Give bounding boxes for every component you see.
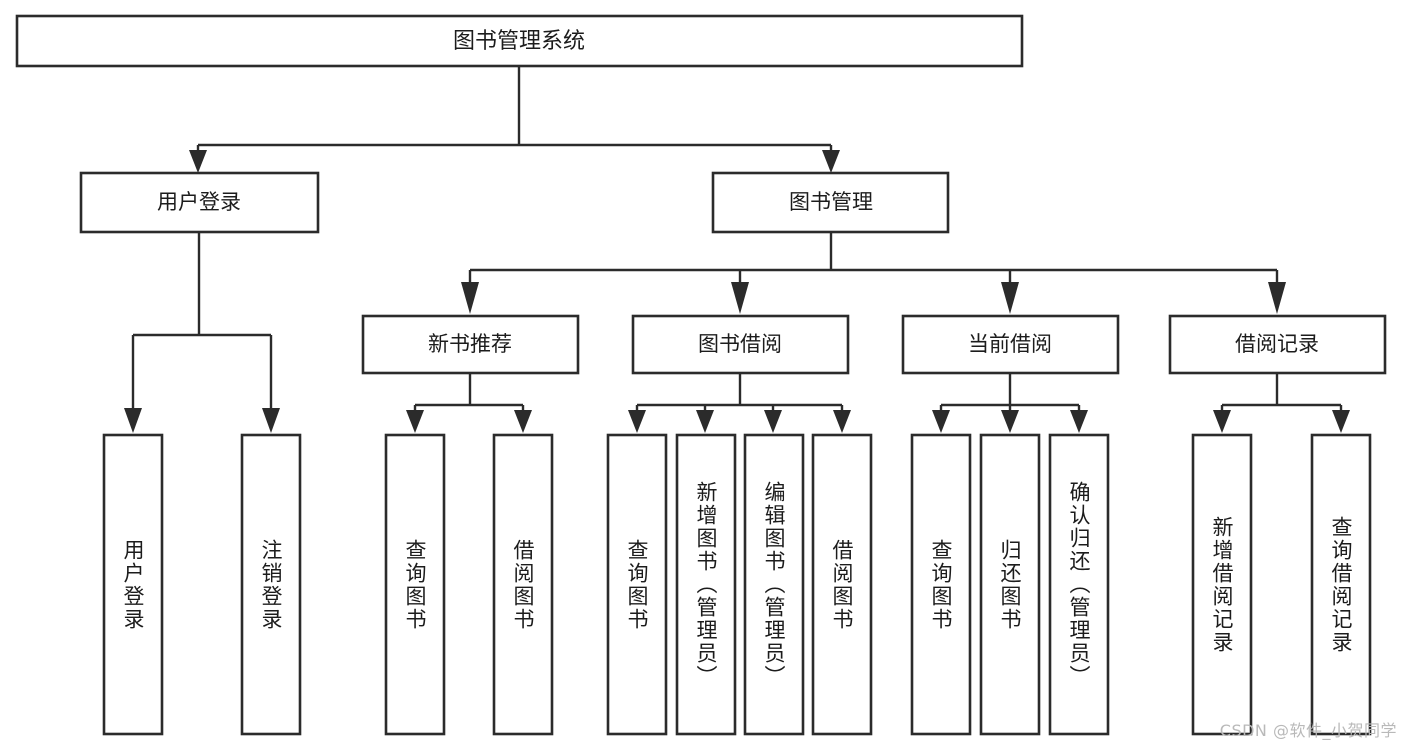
watermark-text: CSDN @软件_小贺同学 — [1219, 721, 1397, 740]
arrow-new-book-leaf-2 — [514, 410, 532, 433]
arrow-book-borrow-leaf-4 — [833, 410, 851, 433]
node-leaf-current-borrow-2-box[interactable] — [979, 433, 1041, 736]
arrow-current-borrow-leaf-1 — [932, 410, 950, 433]
arrow-book-borrow-leaf-2 — [696, 410, 714, 433]
node-leaf-borrow-record-1-box[interactable] — [1191, 433, 1253, 736]
node-current-borrow-label: 当前借阅 — [968, 332, 1052, 356]
arrow-root-to-user-login — [189, 150, 207, 173]
arrow-new-book-leaf-1 — [406, 410, 424, 433]
node-new-book-recommend-label: 新书推荐 — [428, 332, 512, 356]
arrow-book-mgmt-to-book-borrow — [731, 282, 749, 314]
node-user-login-label: 用户登录 — [157, 190, 241, 214]
node-leaf-new-book-2-box[interactable] — [492, 433, 554, 736]
node-leaf-book-borrow-2-box[interactable] — [675, 433, 737, 736]
node-borrow-record-box[interactable] — [1168, 314, 1387, 375]
node-new-book-recommend-box[interactable] — [361, 314, 580, 375]
node-book-borrow-box[interactable] — [631, 314, 850, 375]
node-leaf-new-book-1-box[interactable] — [384, 433, 446, 736]
arrow-book-borrow-leaf-1 — [628, 410, 646, 433]
node-leaf-user-login-2-box[interactable] — [240, 433, 302, 736]
node-root-label: 图书管理系统 — [453, 29, 585, 54]
arrow-book-mgmt-to-current-borrow — [1001, 282, 1019, 314]
node-borrow-record-label: 借阅记录 — [1235, 332, 1319, 356]
arrow-book-borrow-leaf-3 — [764, 410, 782, 433]
arrow-user-login-leaf-2 — [262, 408, 280, 433]
node-leaf-current-borrow-3-box[interactable] — [1048, 433, 1110, 736]
arrow-book-mgmt-to-borrow-record — [1268, 282, 1286, 314]
node-user-login-box[interactable] — [79, 171, 320, 234]
node-leaf-user-login-1-box[interactable] — [102, 433, 164, 736]
arrow-borrow-record-leaf-1 — [1213, 410, 1231, 433]
node-book-borrow-label: 图书借阅 — [698, 332, 782, 356]
node-book-mgmt-box[interactable] — [711, 171, 950, 234]
node-layer: 图书管理系统 用户登录 图书管理 新书推荐 图书借阅 当前借阅 借阅记录 — [15, 14, 1387, 736]
arrow-book-mgmt-to-new-book — [461, 282, 479, 314]
arrow-borrow-record-leaf-2 — [1332, 410, 1350, 433]
node-current-borrow-box[interactable] — [901, 314, 1120, 375]
node-book-mgmt-label: 图书管理 — [789, 190, 873, 214]
connector-layer — [124, 66, 1350, 433]
arrow-user-login-leaf-1 — [124, 408, 142, 433]
arrow-current-borrow-leaf-2 — [1001, 410, 1019, 433]
arrow-current-borrow-leaf-3 — [1070, 410, 1088, 433]
node-root-box[interactable] — [15, 14, 1024, 68]
node-leaf-current-borrow-1-box[interactable] — [910, 433, 972, 736]
node-leaf-book-borrow-4-box[interactable] — [811, 433, 873, 736]
node-leaf-book-borrow-1-box[interactable] — [606, 433, 668, 736]
arrow-root-to-book-mgmt — [822, 150, 840, 173]
node-leaf-borrow-record-2-box[interactable] — [1310, 433, 1372, 736]
node-leaf-book-borrow-3-box[interactable] — [743, 433, 805, 736]
